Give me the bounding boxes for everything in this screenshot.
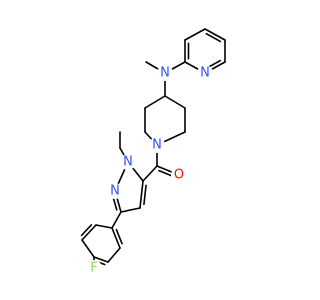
carbonyl-oxygen: O (171, 167, 187, 183)
fluorine: F (86, 260, 102, 276)
piperidine-nitrogen: N (149, 137, 165, 153)
bond-ph-c1-c2-inner (115, 228, 123, 245)
pyridine-nitrogen-label: N (200, 66, 210, 81)
bond-ph-c1-c2 (111, 227, 121, 249)
bond-pip-c4-c3 (144, 95, 166, 109)
pyrazole-n1-label: N (123, 155, 133, 170)
bond-ph-c2-c3 (107, 247, 121, 263)
bond-pz-phenyl (111, 211, 122, 229)
molecule-structure: N N N O N N F (80, 28, 226, 276)
bond-pyridine-c5-c4 (204, 28, 226, 41)
amine-nitrogen-label: N (160, 66, 170, 81)
bond-pz-c4-c5 (139, 180, 144, 209)
bond-ph-c6-c1 (95, 224, 113, 229)
carbonyl-oxygen-label: O (174, 168, 184, 183)
amine-nitrogen: N (157, 65, 173, 81)
bond-ph-c5-c6 (81, 224, 97, 241)
fluorine-label: F (90, 261, 97, 276)
bond-ph-c5-c6-inner (80, 224, 93, 237)
bond-ph-c4-c5 (81, 239, 95, 258)
pyrazole-n2: N (107, 183, 123, 199)
pyrazole-n1: N (120, 154, 136, 170)
bond-pyridine-c5-c4-inner (205, 32, 222, 43)
pyridine-nitrogen: N (197, 65, 213, 81)
bond-pz-c4-c5-inner (143, 184, 147, 206)
bond-ph-c3-c4 (93, 256, 109, 263)
bond-pyridine-c4-c3 (184, 28, 206, 41)
pyrazole-n2-label: N (110, 184, 120, 199)
atom-labels: N N N O N N F (86, 65, 213, 276)
bond-carbonyl-pyrazole (142, 165, 158, 182)
bond-pip-c5-c4 (164, 95, 186, 109)
piperidine-nitrogen-label: N (152, 138, 162, 153)
bond-pz-c3-c4 (120, 207, 141, 213)
